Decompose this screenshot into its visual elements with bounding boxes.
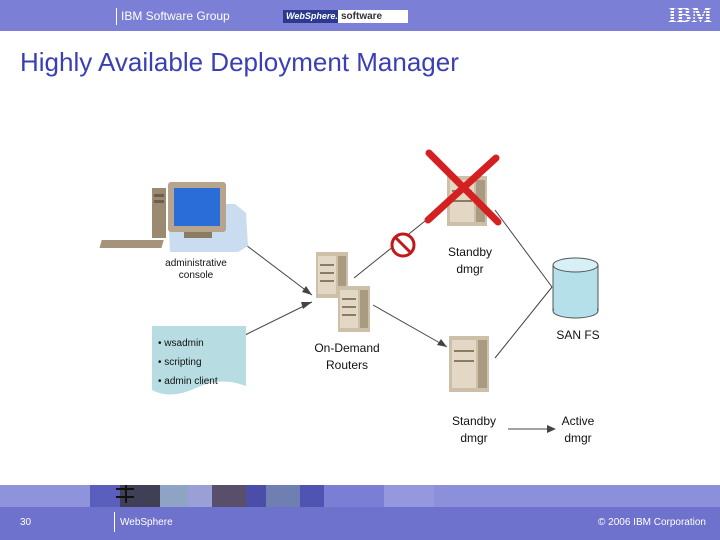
routers-label: On-Demand Routers bbox=[314, 341, 380, 372]
blocked-icon bbox=[390, 232, 416, 258]
console-to-router-line bbox=[237, 238, 313, 296]
standby-server-icon bbox=[449, 336, 489, 392]
computer-icon bbox=[99, 182, 248, 252]
header-bar: IBM Software Group WebSphere. software I… bbox=[0, 0, 720, 31]
slide-title: Highly Available Deployment Manager bbox=[20, 47, 459, 77]
websphere-logo: WebSphere. software bbox=[283, 10, 408, 23]
scripts-to-router-line bbox=[242, 301, 313, 337]
console-arrowhead bbox=[302, 286, 312, 295]
websphere-brand: WebSphere. bbox=[283, 10, 338, 23]
script-list: • wsadmin • scripting • admin client bbox=[158, 334, 218, 391]
footer-product: WebSphere bbox=[120, 517, 173, 528]
admin-console-label: administrative console bbox=[165, 258, 227, 281]
standby-top-label: Standby dmgr bbox=[447, 245, 493, 276]
script-document bbox=[152, 326, 246, 395]
footer-image-strip bbox=[0, 485, 720, 507]
failure-x-icon bbox=[424, 149, 502, 226]
copyright: © 2006 IBM Corporation bbox=[598, 517, 706, 528]
san-storage-icon bbox=[552, 257, 599, 319]
group-label: IBM Software Group bbox=[121, 9, 230, 23]
svg-text:IBM: IBM bbox=[668, 2, 712, 26]
bottom-standby-arrowhead bbox=[437, 339, 447, 347]
footer-divider bbox=[114, 512, 115, 532]
router-server-icon bbox=[338, 286, 370, 332]
page-number: 30 bbox=[20, 517, 32, 528]
standby-bottom-label: Standby dmgr bbox=[451, 414, 497, 445]
websphere-software: software bbox=[341, 11, 383, 22]
ibm-logo: IBM bbox=[668, 2, 712, 26]
router-to-bottom-standby-line bbox=[372, 304, 448, 348]
footer-bar: 30 WebSphere © 2006 IBM Corporation bbox=[0, 507, 720, 540]
san-label: SAN FS bbox=[556, 328, 600, 342]
scripts-arrowhead bbox=[301, 302, 312, 309]
bottom-standby-to-san-line bbox=[494, 286, 553, 359]
script-item: • scripting bbox=[158, 357, 202, 368]
script-item: • wsadmin bbox=[158, 338, 204, 349]
active-arrowhead bbox=[547, 425, 556, 433]
top-standby-to-san-line bbox=[494, 209, 553, 288]
header-divider bbox=[116, 8, 117, 25]
script-item: • admin client bbox=[158, 376, 218, 387]
active-label: Active dmgr bbox=[561, 414, 595, 445]
